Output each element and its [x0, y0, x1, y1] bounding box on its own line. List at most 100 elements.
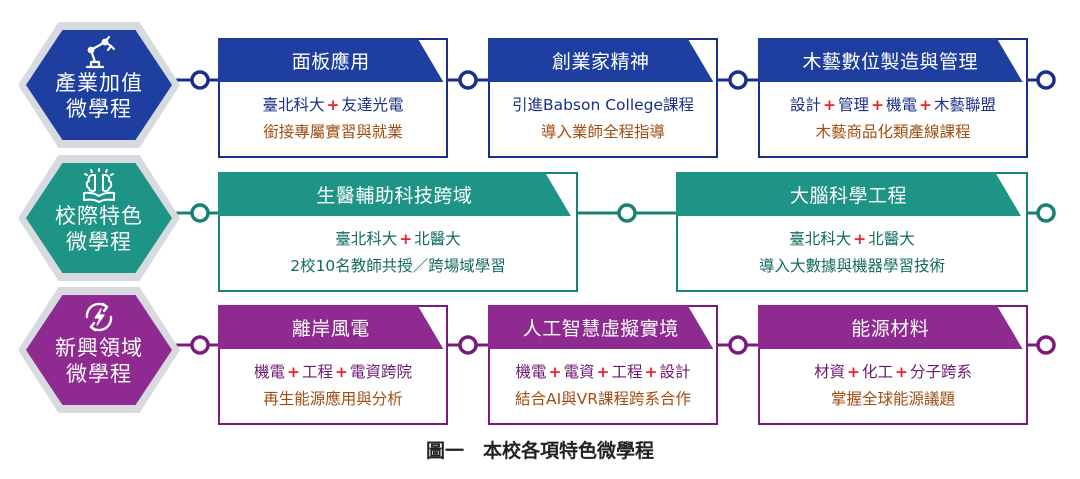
plus-icon: +: [286, 363, 300, 381]
program-details: 材資+化工+分子跨系掌握全球能源議題: [760, 349, 1026, 423]
plus-icon: +: [871, 96, 884, 114]
partner-name: 引進Babson College課程: [511, 96, 695, 114]
plus-icon: +: [822, 96, 836, 114]
program-partners: 機電+工程+電資跨院: [254, 359, 412, 386]
connector-node: [190, 335, 210, 355]
program-partners: 機電+電資+工程+設計: [515, 359, 690, 386]
category-title-line1: 產業加值: [55, 71, 143, 95]
partner-name: 工程: [301, 363, 333, 381]
connector-node: [728, 335, 748, 355]
category-title-line1: 新興領域: [55, 336, 143, 360]
partner-name: 分子跨系: [910, 363, 973, 381]
program-description: 再生能源應用與分析: [263, 390, 403, 408]
brain-book-icon: [79, 163, 119, 203]
program-details: 臺北科大+友達光電銜接專屬實習與就業: [220, 82, 446, 156]
partner-name: 電資: [563, 363, 595, 381]
program-partners: 設計+管理+機電+木藝聯盟: [790, 92, 996, 119]
connector-node: [190, 203, 210, 223]
program-title: 大腦科學工程: [676, 172, 1021, 216]
partner-name: 友達光電: [341, 96, 404, 114]
plus-icon: +: [326, 96, 340, 114]
program-card: 創業家精神引進Babson College課程導入業師全程指導: [488, 38, 718, 158]
program-partners: 引進Babson College課程: [512, 92, 694, 119]
partner-name: 管理: [837, 96, 869, 114]
program-partners: 臺北科大+北醫大: [789, 226, 915, 253]
program-title: 面板應用: [218, 38, 443, 82]
category-title-line2: 微學程: [66, 362, 132, 386]
program-partners: 材資+化工+分子跨系: [814, 359, 972, 386]
plus-icon: +: [919, 96, 933, 114]
partner-name: 北醫大: [868, 230, 915, 248]
program-partners: 臺北科大+友達光電: [262, 92, 403, 119]
robot-arm-icon: [79, 30, 119, 70]
program-card: 生醫輔助科技跨域臺北科大+北醫大 2校10名教師共授／跨場域學習: [218, 172, 578, 292]
program-description: 掌握全球能源議題: [830, 390, 955, 408]
category-title-line2: 微學程: [66, 97, 132, 121]
program-details: 臺北科大+北醫大導入大數據與機器學習技術: [678, 216, 1026, 290]
category-title-line1: 校際特色: [55, 204, 143, 228]
program-description: 木藝商品化類產線課程: [815, 123, 971, 141]
plus-icon: +: [644, 363, 658, 381]
partner-name: 臺北科大: [335, 230, 398, 248]
program-title: 木藝數位製造與管理: [758, 38, 1023, 82]
plus-icon: +: [548, 363, 562, 381]
partner-name: 機電: [515, 363, 547, 381]
category-hexagon: 新興領域微學程: [18, 287, 180, 413]
program-details: 設計+管理+機電+木藝聯盟木藝商品化類產線課程: [760, 82, 1026, 156]
program-description: 導入業師全程指導: [540, 123, 665, 141]
connector-node: [1036, 70, 1056, 90]
program-card: 面板應用臺北科大+友達光電銜接專屬實習與就業: [218, 38, 448, 158]
program-card: 木藝數位製造與管理設計+管理+機電+木藝聯盟木藝商品化類產線課程: [758, 38, 1028, 158]
energy-cycle-icon: [79, 295, 119, 335]
program-details: 臺北科大+北醫大 2校10名教師共授／跨場域學習: [220, 216, 576, 290]
plus-icon: +: [846, 363, 860, 381]
partner-name: 化工: [861, 363, 893, 381]
program-title: 人工智慧虛擬實境: [488, 305, 713, 349]
program-details: 機電+電資+工程+設計結合AI與VR課程跨系合作: [490, 349, 716, 423]
partner-name: 機電: [253, 363, 285, 381]
partner-name: 設計: [659, 363, 691, 381]
connector-node: [1036, 203, 1056, 223]
program-details: 機電+工程+電資跨院再生能源應用與分析: [220, 349, 446, 423]
program-card: 人工智慧虛擬實境機電+電資+工程+設計結合AI與VR課程跨系合作: [488, 305, 718, 425]
category-title-line2: 微學程: [66, 230, 132, 254]
plus-icon: +: [895, 363, 908, 381]
partner-name: 工程: [611, 363, 643, 381]
hexagon-body: 新興領域微學程: [26, 295, 172, 405]
program-card: 離岸風電機電+工程+電資跨院再生能源應用與分析: [218, 305, 448, 425]
connector-node: [728, 70, 748, 90]
program-description: 銜接專屬實習與就業: [263, 123, 403, 141]
plus-icon: +: [853, 230, 867, 248]
category-hexagon: 產業加值微學程: [18, 22, 180, 148]
connector-node: [458, 335, 478, 355]
category-hexagon: 校際特色微學程: [18, 155, 180, 281]
partner-name: 材資: [813, 363, 845, 381]
plus-icon: +: [399, 230, 413, 248]
program-description: 結合AI與VR課程跨系合作: [514, 390, 692, 408]
program-card: 能源材料材資+化工+分子跨系掌握全球能源議題: [758, 305, 1028, 425]
partner-name: 設計: [789, 96, 821, 114]
program-details: 引進Babson College課程導入業師全程指導: [490, 82, 716, 156]
program-title: 生醫輔助科技跨域: [218, 172, 571, 216]
program-title: 能源材料: [758, 305, 1023, 349]
plus-icon: +: [335, 363, 348, 381]
partner-name: 臺北科大: [262, 96, 325, 114]
program-title: 創業家精神: [488, 38, 713, 82]
program-description: 導入大數據與機器學習技術: [758, 257, 945, 275]
program-card: 大腦科學工程臺北科大+北醫大導入大數據與機器學習技術: [676, 172, 1028, 292]
connector-node: [1036, 335, 1056, 355]
connector-node: [617, 203, 637, 223]
connector-node: [458, 70, 478, 90]
partner-name: 電資跨院: [350, 363, 413, 381]
figure-caption: 圖一 本校各項特色微學程: [425, 440, 654, 462]
program-title: 離岸風電: [218, 305, 443, 349]
plus-icon: +: [596, 363, 610, 381]
program-partners: 臺北科大+北醫大: [335, 226, 461, 253]
partner-name: 木藝聯盟: [934, 96, 997, 114]
program-description: 2校10名教師共授／跨場域學習: [290, 257, 506, 275]
partner-name: 機電: [886, 96, 918, 114]
partner-name: 北醫大: [414, 230, 461, 248]
partner-name: 臺北科大: [789, 230, 852, 248]
connector-node: [190, 70, 210, 90]
